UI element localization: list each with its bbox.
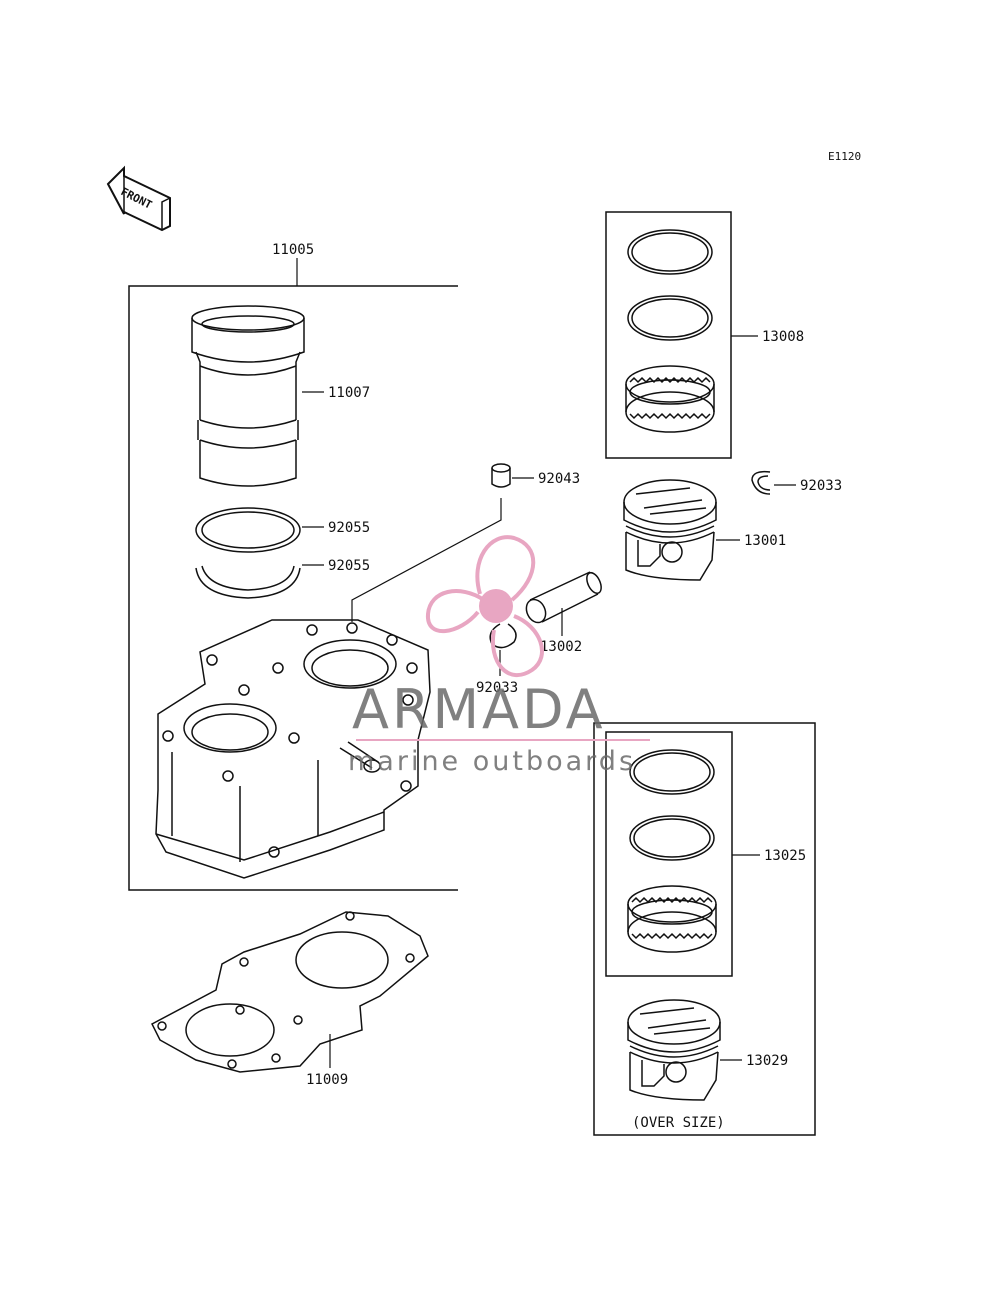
- part-number-13025: 13025: [764, 848, 806, 864]
- circlip-right-drawing: [751, 470, 771, 495]
- part-number-11007: 11007: [328, 385, 370, 401]
- part-number-92033-b: 92033: [800, 478, 842, 494]
- part-number-13002: 13002: [540, 639, 582, 655]
- cylinder-assy-group: 11005: [128, 242, 458, 891]
- circlip-drawing: [489, 623, 517, 649]
- piston-drawing: [623, 479, 717, 581]
- part-number-13008: 13008: [762, 329, 804, 345]
- part-number-92055-a: 92055: [328, 520, 370, 536]
- armada-watermark: ARMADA marine outboards: [348, 535, 650, 777]
- base-gasket-drawing: [151, 911, 429, 1073]
- o-ring-drawing: [195, 507, 301, 599]
- oversize-group: [593, 722, 816, 1136]
- part-number-13001: 13001: [744, 533, 786, 549]
- watermark-title: ARMADA: [352, 678, 606, 741]
- dowel-pin-drawing: [491, 463, 511, 488]
- part-number-92043: 92043: [538, 471, 580, 487]
- watermark-subtitle: marine outboards: [348, 746, 636, 777]
- part-number-92033-a: 92033: [476, 680, 518, 696]
- front-arrow-icon: FRONT: [106, 165, 171, 232]
- piston-ring-set-group: [605, 211, 732, 459]
- oversize-note: (OVER SIZE): [632, 1115, 725, 1131]
- piston-pin-drawing: [525, 571, 602, 624]
- oversize-piston-drawing: [627, 999, 721, 1101]
- part-number-11005: 11005: [272, 242, 314, 258]
- propeller-logo-icon: [425, 535, 544, 678]
- diagram-code: E1120: [828, 150, 861, 163]
- part-number-13029: 13029: [746, 1053, 788, 1069]
- cylinder-sleeve-drawing: [191, 305, 305, 487]
- part-number-11009: 11009: [306, 1072, 348, 1088]
- part-number-92055-b: 92055: [328, 558, 370, 574]
- cylinder-block-drawing: [155, 619, 431, 879]
